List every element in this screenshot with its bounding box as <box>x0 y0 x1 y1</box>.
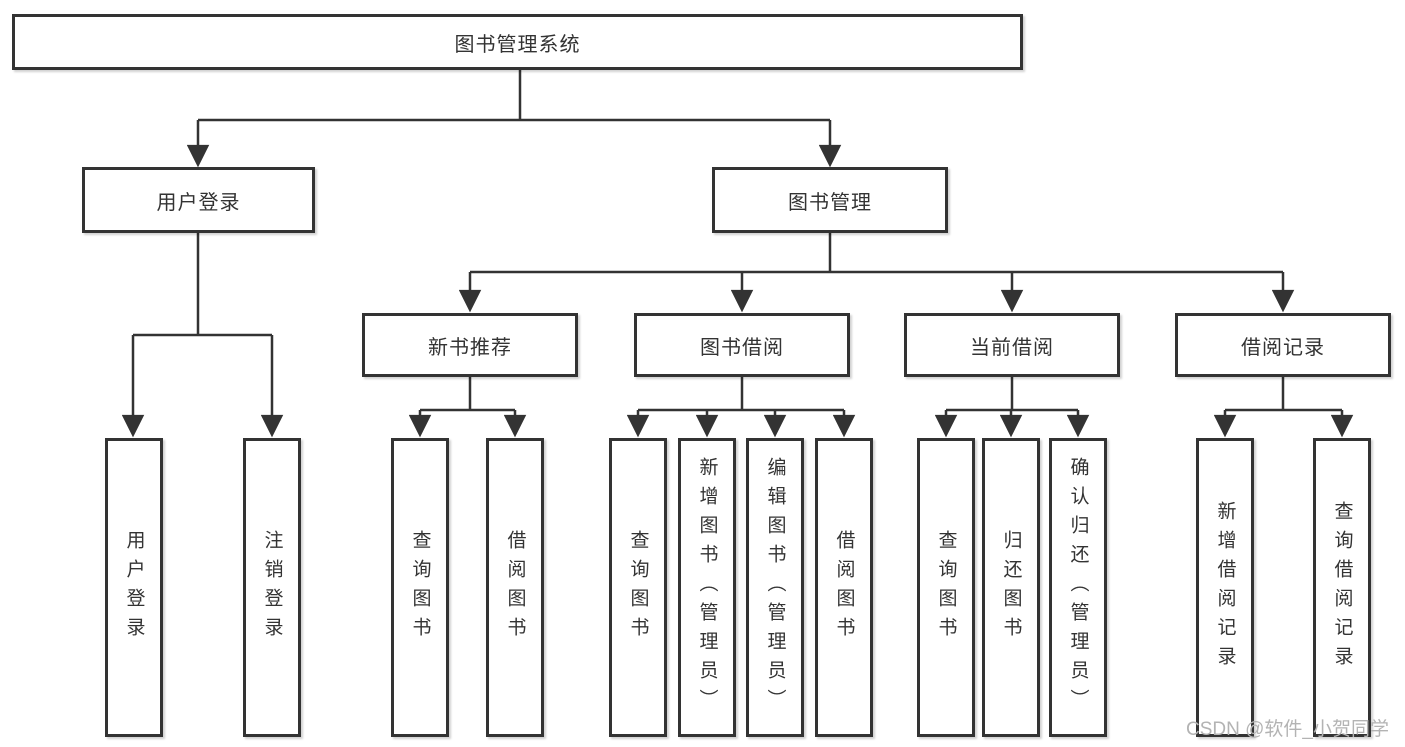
node-label: 借阅图书 <box>504 529 526 646</box>
csdn-watermark: CSDN @软件_小贺同学 <box>1186 719 1389 740</box>
leaf-logout: 注销登录 <box>243 438 301 737</box>
node-label: 新书推荐 <box>428 336 512 359</box>
node-user-login: 用户登录 <box>82 167 315 233</box>
node-label: 用户登录 <box>123 529 145 646</box>
node-book-management: 图书管理 <box>712 167 948 233</box>
node-new-book-recommendation: 新书推荐 <box>362 313 578 377</box>
node-label: 用户登录 <box>156 191 241 214</box>
node-label: 编辑图书（管理员） <box>764 457 786 718</box>
leaf-query-borrow-record: 查询借阅记录 <box>1313 438 1371 737</box>
node-label: 新增图书（管理员） <box>696 457 718 718</box>
node-label: 图书借阅 <box>700 336 784 359</box>
node-book-borrowing: 图书借阅 <box>634 313 850 377</box>
node-label: 查询图书 <box>409 529 431 646</box>
node-label: 查询图书 <box>935 529 957 646</box>
node-label: 新增借阅记录 <box>1214 500 1236 675</box>
node-borrowing-records: 借阅记录 <box>1175 313 1391 377</box>
leaf-query-books-recommend: 查询图书 <box>391 438 449 737</box>
node-label: 当前借阅 <box>970 336 1054 359</box>
leaf-user-login: 用户登录 <box>105 438 163 737</box>
leaf-add-borrow-record: 新增借阅记录 <box>1196 438 1254 737</box>
leaf-confirm-return-admin: 确认归还（管理员） <box>1049 438 1107 737</box>
node-label: 归还图书 <box>1000 529 1022 646</box>
node-label: 查询借阅记录 <box>1331 500 1353 675</box>
node-label: 借阅图书 <box>833 529 855 646</box>
node-current-borrowing: 当前借阅 <box>904 313 1120 377</box>
node-label: 确认归还（管理员） <box>1067 457 1089 718</box>
leaf-query-books-borrow: 查询图书 <box>609 438 667 737</box>
leaf-borrow-books-recommend: 借阅图书 <box>486 438 544 737</box>
leaf-query-books-current: 查询图书 <box>917 438 975 737</box>
node-label: 查询图书 <box>627 529 649 646</box>
node-label: 图书管理 <box>788 191 872 214</box>
node-label: 图书管理系统 <box>454 33 581 56</box>
leaf-edit-books-admin: 编辑图书（管理员） <box>746 438 804 737</box>
node-library-management-system: 图书管理系统 <box>12 14 1023 70</box>
leaf-borrow-books: 借阅图书 <box>815 438 873 737</box>
node-label: 注销登录 <box>261 529 283 646</box>
node-label: 借阅记录 <box>1241 336 1325 359</box>
leaf-return-books: 归还图书 <box>982 438 1040 737</box>
leaf-add-books-admin: 新增图书（管理员） <box>678 438 736 737</box>
